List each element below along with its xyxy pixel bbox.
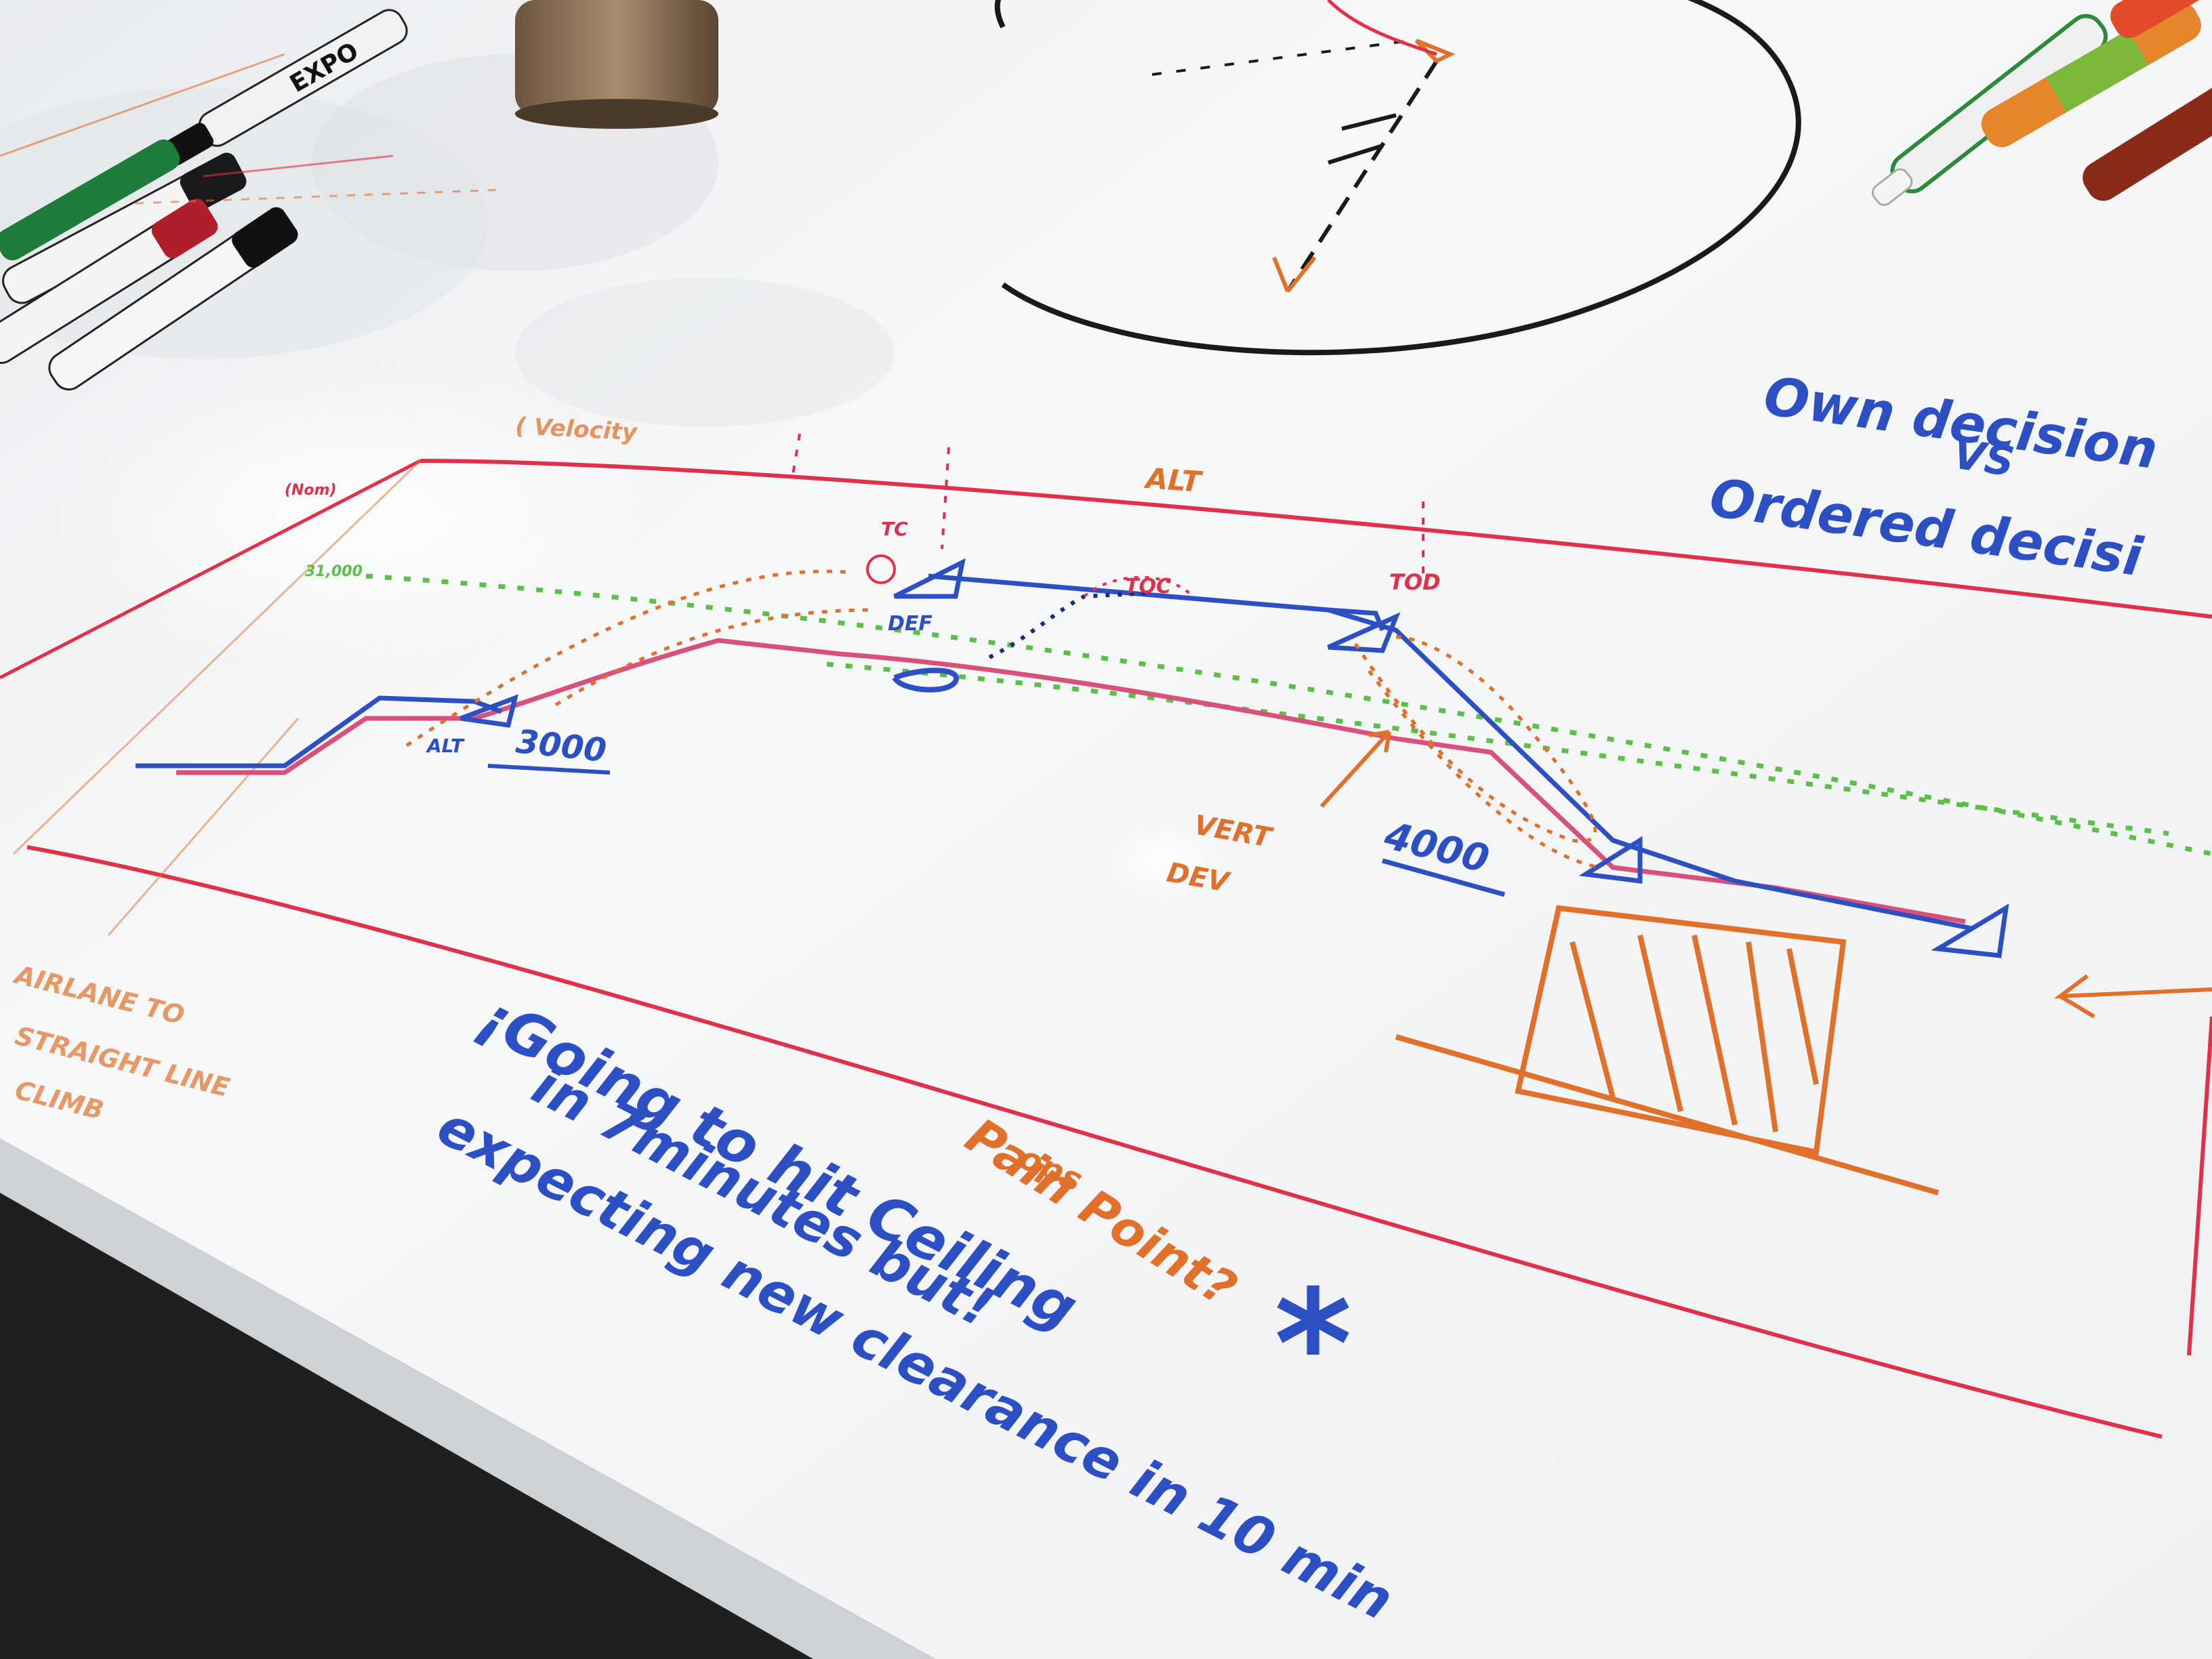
asterisk-mark: * — [1274, 1258, 1352, 1431]
markers-left: EXPO — [0, 9, 408, 391]
faint-lines — [0, 53, 502, 205]
toc-label: TOC — [1125, 575, 1171, 598]
tc-label: TC — [881, 518, 908, 540]
note-right-line-2: VS — [1950, 431, 2018, 487]
terrain-block — [1395, 905, 1940, 1195]
blue-flight-path — [136, 573, 1973, 931]
pink-flight-path — [176, 638, 1966, 924]
orange-dotted-curves — [405, 569, 1600, 869]
tick-label-31000: 31,000 — [305, 563, 363, 580]
tick-label-nom: (Nom) — [285, 482, 337, 499]
right-arrow — [2053, 974, 2212, 1019]
dashed-markers — [792, 433, 1425, 576]
aircraft-symbols — [459, 558, 2009, 958]
circle-drawing — [1001, 0, 1801, 356]
tod-label: TOD — [1389, 569, 1441, 595]
axis-velocity-label: ( Velocity — [515, 413, 639, 446]
markers-right — [1871, 0, 2212, 206]
heading-line — [1151, 0, 1456, 293]
axis-alt-label: ALT — [1143, 462, 1204, 499]
tc-circle — [866, 554, 896, 584]
altitude-3000-label: 3000 — [514, 722, 609, 770]
table-edge — [0, 1139, 935, 1659]
coffee-cup — [515, 0, 718, 129]
chart-frame — [0, 459, 2212, 1439]
green-dotted-lines — [365, 573, 2212, 857]
alt-point-label: ALT — [426, 735, 465, 757]
def-label: DEF — [888, 612, 933, 636]
